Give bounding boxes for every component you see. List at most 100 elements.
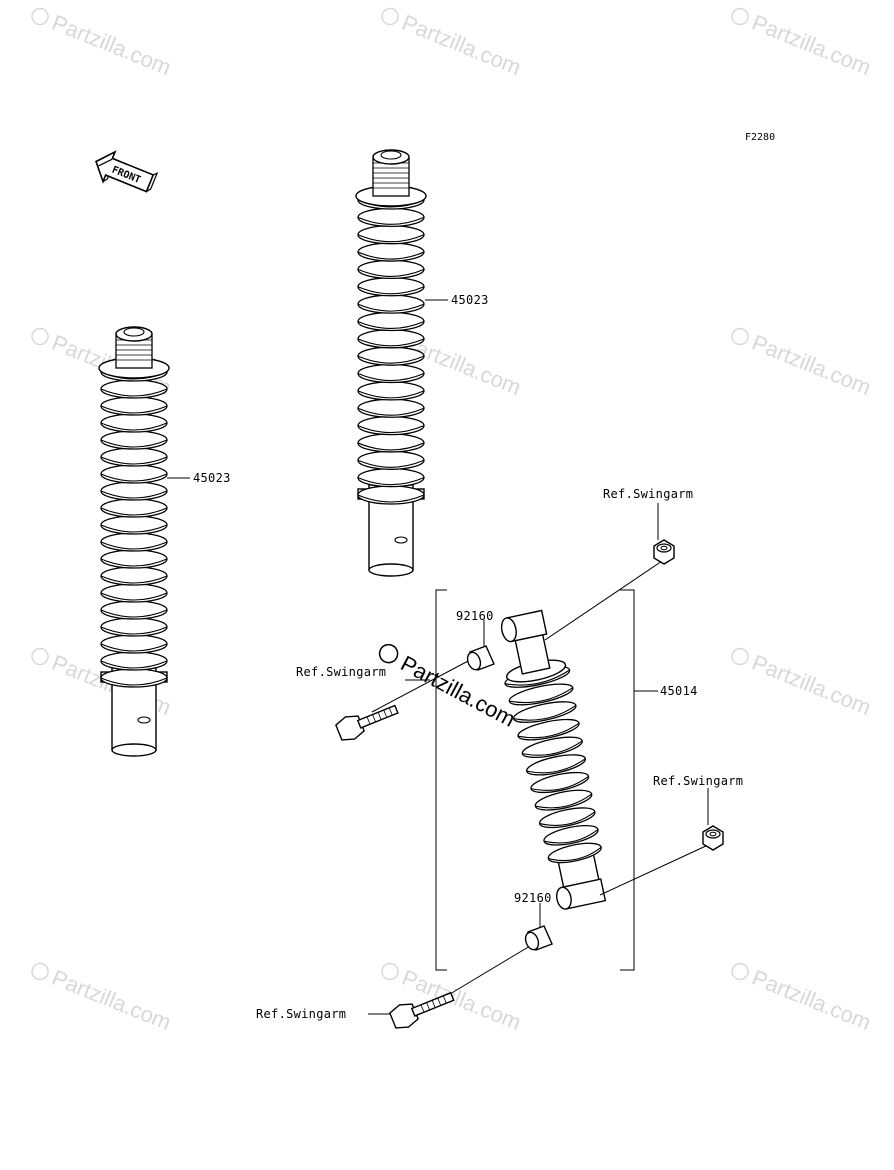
spring-coil [100, 379, 168, 399]
spring-coil [100, 413, 168, 433]
nut-right [702, 825, 724, 851]
spring-coil [100, 600, 168, 620]
spring-coil [357, 467, 425, 488]
assy-spring-coil [547, 842, 602, 864]
shock-body-slot [137, 716, 151, 724]
spring-coil-edge [357, 216, 425, 225]
assy-lower-eye-hole [556, 886, 572, 910]
spring-coil [100, 464, 168, 484]
watermark-text: Partzilla.com [49, 10, 175, 80]
shock-body-end [111, 743, 157, 757]
watermark-tile: Partzilla.com [731, 962, 875, 1035]
spring-coil [100, 617, 168, 637]
spring-coil-edge [100, 541, 168, 550]
label-ref-swingarm-bottom: Ref.Swingarm [256, 1007, 346, 1021]
bolt-left [335, 704, 399, 741]
watermark-text: Partzilla.com [749, 10, 875, 80]
spring-coil [357, 225, 425, 245]
spring-coil [357, 381, 425, 401]
label-45023-left: 45023 [193, 471, 231, 485]
spring-coil-edge [357, 320, 425, 329]
spring-coil [100, 481, 168, 501]
spring-coil-edge [357, 338, 425, 347]
spring-coil [100, 634, 168, 654]
assy-spring-coil [513, 701, 577, 723]
watermark-tile: Partzilla.com [381, 7, 525, 80]
spring-coil [100, 532, 168, 552]
watermark-text: Partzilla.com [49, 965, 175, 1035]
spring-coil-edge [100, 643, 168, 652]
spring-coil-edge [100, 507, 168, 516]
spring-coil-edge [100, 677, 168, 686]
spring-coil [100, 498, 168, 518]
assy-upper-eye-hole [500, 617, 517, 643]
label-45023-center: 45023 [451, 293, 489, 307]
spring-coil [100, 430, 168, 450]
spring-coil [100, 549, 168, 569]
spring-coil-edge [100, 660, 168, 669]
assy-spring-coil-edge [526, 758, 586, 774]
label-92160-bottom: 92160 [514, 891, 552, 905]
spring-coil-edge [100, 524, 168, 533]
spring-coil-edge [100, 558, 168, 567]
watermark-tile: Partzilla.com [31, 962, 175, 1035]
spring-coil-edge [100, 388, 168, 397]
label-ref-swingarm-right: Ref.Swingarm [653, 774, 743, 788]
spring-coil [357, 450, 425, 470]
spring-coil [357, 346, 425, 366]
spring-coil-edge [100, 456, 168, 465]
shock-assembly-group [500, 609, 607, 910]
spring-coil-edge [100, 490, 168, 499]
bushing-top [466, 645, 495, 671]
spring-coil-edge [100, 473, 168, 482]
spring-coil-edge [357, 286, 425, 295]
shock-absorber-center [355, 149, 427, 577]
spring-coil [357, 294, 425, 314]
assy-upper-body [514, 633, 551, 675]
assy-spring-coil-edge [509, 687, 574, 704]
spring-coil-edge [100, 626, 168, 635]
spring-coil-edge [357, 494, 425, 503]
assy-spring-coil-edge [539, 811, 596, 826]
watermark-text: Partzilla.com [399, 965, 525, 1035]
spring-coil-edge [357, 459, 425, 468]
shock-assembly-bracket [435, 589, 658, 971]
spring-coil [357, 277, 425, 297]
spring-coil-edge [357, 303, 425, 312]
spring-coil-edge [100, 575, 168, 584]
assy-spring-coil-edge [504, 669, 570, 686]
shock-body-end [368, 563, 414, 577]
watermark-tile: Partzilla.com [731, 7, 875, 80]
assy-spring-coil-edge [548, 846, 602, 862]
diagram-code: F2280 [745, 132, 775, 143]
watermark-text: Partzilla.com [749, 650, 875, 720]
spring-coil [357, 433, 425, 453]
assy-spring-coil-edge [535, 793, 593, 809]
assy-spring-coil-edge [522, 740, 583, 756]
spring-coil-edge [100, 609, 168, 618]
spring-coil-edge [357, 234, 425, 243]
label-ref-swingarm-top-right: Ref.Swingarm [603, 487, 693, 501]
spring-coil [357, 259, 425, 280]
spring-coil [100, 583, 168, 603]
spring-coil-edge [357, 268, 425, 277]
watermark-text: Partzilla.com [399, 10, 525, 80]
spring-coil [357, 363, 425, 384]
spring-coil [357, 311, 425, 332]
label-92160-top: 92160 [456, 609, 494, 623]
shock-absorber-left [98, 326, 170, 757]
watermark-text: Partzilla.com [749, 965, 875, 1035]
nut-top-right [653, 539, 675, 565]
spring-coil-edge [357, 355, 425, 364]
spring-coil-edge [357, 390, 425, 399]
front-arrow-icon: FRONT [95, 150, 159, 193]
spring-coil-edge [357, 407, 425, 416]
spring-coil [100, 396, 168, 416]
spring-coil-edge [357, 425, 425, 434]
spring-coil-edge [100, 422, 168, 431]
spring-coil [100, 651, 168, 671]
assy-spring-coil-edge [517, 722, 580, 739]
spring-coil [357, 485, 425, 505]
spring-coil-edge [357, 442, 425, 451]
